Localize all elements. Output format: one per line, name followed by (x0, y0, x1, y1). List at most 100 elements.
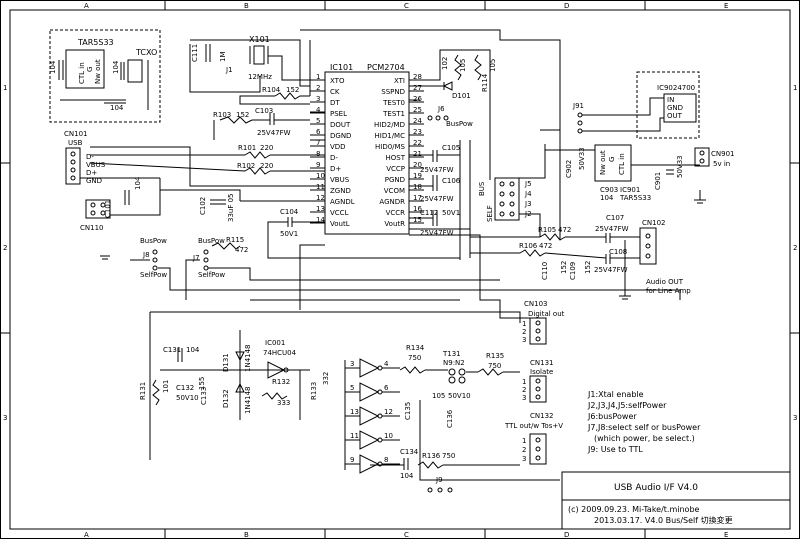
ic101-pin-name: DT (330, 99, 340, 107)
svg-text:1: 1 (522, 378, 526, 386)
svg-text:C101: C101 (104, 200, 112, 218)
svg-text:C131: C131 (163, 346, 181, 354)
svg-text:C109: C109 (569, 262, 577, 280)
revision-line: 2013.03.17. V4.0 Bus/Self 切換変更 (594, 515, 733, 525)
svg-text:C104: C104 (280, 208, 299, 216)
svg-text:104: 104 (400, 472, 414, 480)
svg-text:104: 104 (134, 176, 142, 190)
ic101-pin-number: 3 (316, 95, 320, 103)
cn103-ref: CN103 (524, 300, 548, 308)
ic101-pin-number: 10 (316, 172, 325, 180)
svg-text:50V33: 50V33 (676, 155, 684, 178)
svg-text:SelfPow: SelfPow (140, 271, 167, 279)
svg-text:C103: C103 (255, 107, 273, 115)
cn102-connector (639, 227, 657, 265)
tcxo-c-label: 104 (49, 60, 57, 74)
ic101-part: PCM2704 (367, 63, 405, 72)
svg-text:104: 104 (110, 104, 124, 112)
svg-text:220: 220 (260, 144, 273, 152)
svg-text:1N4148: 1N4148 (244, 386, 252, 414)
ic101-pin-name: XTI (394, 77, 405, 85)
inverter-pin-in: 11 (350, 432, 359, 440)
svg-text:D-: D- (86, 153, 94, 161)
cn101-ref: CN101 (64, 130, 88, 138)
ic101-pin-number: 15 (413, 216, 422, 224)
svg-text:R104: R104 (262, 86, 281, 94)
col-label-bottom: D (564, 531, 569, 539)
power-section: J91 IC9024700 IN GND OUT Nw out G CTL in… (545, 71, 735, 204)
inverter-pin-in: 5 (350, 384, 354, 392)
row-label-right: 3 (793, 414, 797, 422)
svg-text:1N4148: 1N4148 (244, 344, 252, 372)
svg-text:25V47FW: 25V47FW (420, 166, 454, 174)
svg-text:333: 333 (277, 399, 290, 407)
ic101-pin-name: VCCR (386, 209, 406, 217)
ic101-pin-number: 14 (316, 216, 325, 224)
ic101-pin-number: 18 (413, 183, 422, 191)
ic101-left-pins: XTO1CK2DT3PSEL4DOUT5DGND6VDD7D-8D+9VBUS1… (310, 73, 355, 228)
svg-text:C136: C136 (446, 409, 454, 428)
ic101-pin-name: HID0/MS (375, 143, 406, 151)
audio-output: R105 472 R106 472 C107 25V47FW C108 25V4… (470, 214, 691, 300)
svg-text:C108: C108 (609, 248, 627, 256)
col-label-bottom: E (724, 531, 728, 539)
svg-text:R101: R101 (238, 144, 256, 152)
jumper-label: J5 (524, 180, 532, 188)
copyright-line: (c) 2009.09.23. Mi-Take/t.minobe (568, 505, 700, 514)
ic101-pin-name: VCCL (330, 209, 349, 217)
tcxo-label: TCXO (135, 48, 157, 57)
jumper-block-j2-j5[interactable]: J5 J4 J3 J2 BUS SELF (478, 177, 532, 222)
svg-text:152: 152 (584, 261, 592, 274)
ic101-pin-name: D+ (330, 165, 341, 173)
svg-text:C903: C903 (600, 186, 618, 194)
ic101-pin-number: 27 (413, 84, 422, 92)
j8-label: J8 (142, 251, 150, 259)
bus-label: BUS (478, 181, 486, 196)
svg-text:750: 750 (408, 354, 421, 362)
col-label-top: E (724, 2, 728, 10)
svg-text:C135: C135 (404, 402, 412, 420)
row-label-left: 2 (3, 244, 7, 252)
inverter-gate (359, 454, 380, 474)
cn901-label: 5v in (713, 160, 730, 168)
svg-text:C105: C105 (442, 144, 460, 152)
jumper-notes: J1:Xtal enable J2,J3,J4,J5:selfPower J6:… (587, 390, 701, 454)
cn131-isolate: CN131 Isolate 1 2 3 (522, 359, 554, 403)
svg-text:R114: R114 (481, 73, 489, 92)
svg-text:50V10: 50V10 (176, 394, 199, 402)
svg-text:104: 104 (186, 346, 200, 354)
svg-text:VBUS: VBUS (86, 161, 106, 169)
svg-text:25V47FW: 25V47FW (420, 229, 454, 237)
svg-text:25V47FW: 25V47FW (595, 225, 629, 233)
svg-text:102: 102 (441, 57, 449, 70)
cn110-connector (85, 199, 111, 219)
ic001-part: 74HCU04 (263, 349, 297, 357)
tar5s33-ref: TAR5S33 (77, 38, 114, 47)
svg-text:R134: R134 (406, 344, 425, 352)
row-label-right: 1 (793, 84, 797, 92)
ic101-pin-name: SSPND (381, 88, 405, 96)
tcxo-body (127, 59, 143, 83)
svg-text:G: G (608, 157, 616, 162)
svg-text:R132: R132 (272, 378, 290, 386)
spdif-driver: C131 104 R131 101 C132 50V10 C133 155 D1… (139, 330, 560, 493)
svg-text:R133: R133 (310, 382, 318, 400)
ic101-pin-name: AGNDR (379, 198, 405, 206)
svg-text:D132: D132 (222, 389, 230, 408)
col-label-top: C (404, 2, 409, 10)
svg-text:472: 472 (539, 242, 552, 250)
r104-symbol (274, 92, 310, 100)
j7-label: J7 (192, 254, 200, 262)
svg-text:1M: 1M (219, 52, 227, 63)
svg-text:50V33: 50V33 (578, 147, 586, 170)
ic101-pin-number: 13 (316, 205, 325, 213)
svg-text:105: 105 (489, 59, 497, 72)
col-label-bottom: A (84, 531, 89, 539)
ic101-pin-number: 9 (316, 161, 320, 169)
t131-ref: T131 (442, 350, 461, 358)
ic101-right-wiring: D101 102 105 R114 105 J6 BusPow C105 25V… (409, 49, 497, 260)
power-select-jumpers[interactable]: BusPow J8 SelfPow BusPow J7 SelfPow R115… (100, 236, 681, 300)
cn110-ref: CN110 (80, 224, 104, 232)
ic101-pin-name: VCOM (384, 187, 405, 195)
